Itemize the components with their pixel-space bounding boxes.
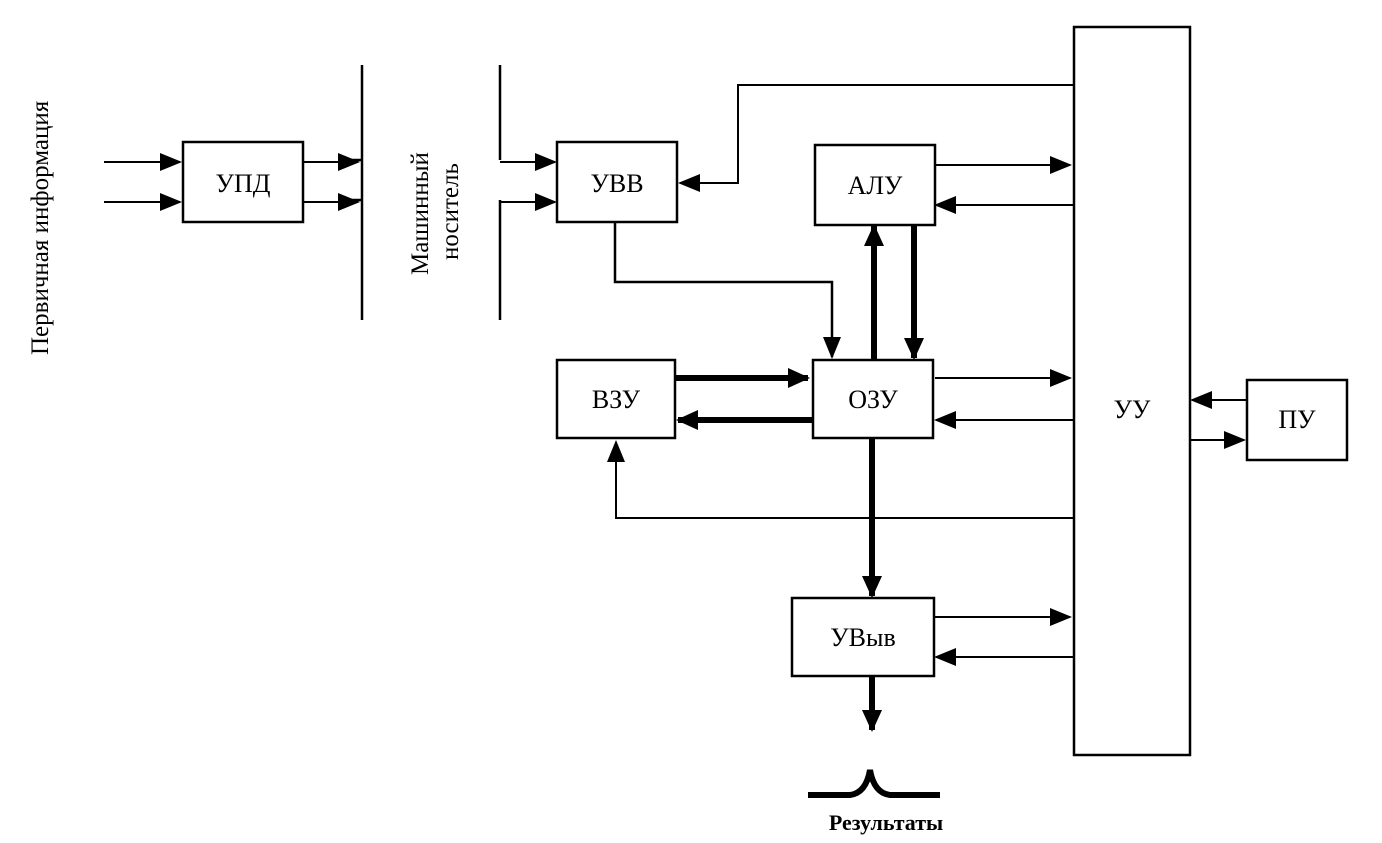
uu-block: УУ [1072,25,1192,757]
uvv-to-ozu-line [613,222,841,359]
uu-to-uvv-line [678,84,1074,192]
ozu-block: ОЗУ [811,358,935,440]
upd-block: УПД [181,140,305,224]
upd-label: УПД [216,169,271,198]
alu-block: АЛУ [813,143,937,227]
pu-label: ПУ [1278,405,1316,434]
uvyv-label: УВыв [830,623,896,652]
pu-block: ПУ [1245,378,1349,462]
vzu-block: ВЗУ [555,358,677,440]
alu-label: АЛУ [848,171,903,200]
results-brace [808,769,940,798]
uu-label: УУ [1114,395,1151,424]
primary-info-label: Первичная информация [27,100,54,355]
vzu-label: ВЗУ [592,385,641,414]
machine-carrier-label-line2: носитель [437,163,464,260]
ozu-label: ОЗУ [848,385,898,414]
uvyv-block: УВыв [790,596,936,678]
uvv-label: УВВ [590,169,643,198]
uu-to-vzu-line [607,440,1074,519]
results-label: Результаты [829,810,943,835]
machine-carrier-label-line1: Машинный [407,152,434,275]
uvv-block: УВВ [555,140,679,224]
